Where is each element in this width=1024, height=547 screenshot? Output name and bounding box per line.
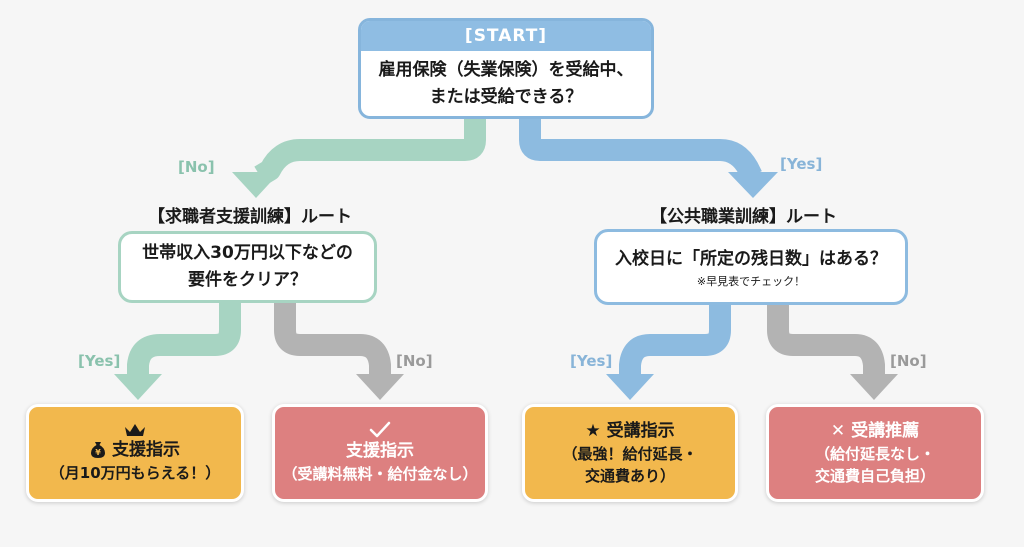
arrow-head-left-route (232, 172, 280, 198)
arrow-head-left-yes (114, 374, 162, 400)
arrow-right-yes (619, 305, 731, 376)
result-detail-line2: 交通費自己負担） (814, 467, 935, 485)
start-node: [START] 雇用保険（失業保険）を受給中、 または受給できる？ (358, 18, 654, 119)
result-course-instruction: ★ 受講指示 （最強！給付延長・ 交通費あり） (522, 404, 738, 502)
star-icon: ★ (585, 421, 601, 441)
right-question-node: 入校日に「所定の残日数」はある？ ※早見表でチェック！ (594, 229, 908, 305)
result-support-instruction-no: 支援指示 （受講料無料・給付金なし） (272, 404, 488, 502)
right-yes-label: [Yes] (570, 352, 613, 370)
arrow-head-right-yes (606, 374, 654, 400)
arrow-right-no (767, 305, 885, 376)
branch-label-no: [No] (178, 158, 215, 176)
result-detail-line2: 交通費あり） (584, 467, 675, 485)
result-title: 支援指示 (111, 440, 180, 460)
left-question-node: 世帯収入30万円以下などの 要件をクリア？ (118, 231, 377, 303)
arrow-left-yes (127, 303, 241, 376)
money-bag-icon: ¥ (91, 442, 106, 458)
arrow-left-no (274, 303, 391, 376)
result-detail-line1: （給付延長なし・ (814, 445, 935, 463)
start-question: 雇用保険（失業保険）を受給中、 または受給できる？ (378, 60, 634, 107)
result-detail-line1: （最強！給付延長・ (562, 445, 698, 463)
result-title: 受講指示 (606, 421, 675, 441)
left-yes-label: [Yes] (78, 352, 121, 370)
result-title: 支援指示 (346, 441, 414, 461)
result-detail: （受講料無料・給付金なし） (282, 465, 478, 483)
result-course-recommendation: ✕ 受講推薦 （給付延長なし・ 交通費自己負担） (766, 404, 984, 502)
arrow-start-to-left-route (254, 119, 486, 186)
arrow-start-to-right-route (519, 119, 762, 181)
arrow-head-right-no (850, 374, 898, 400)
svg-text:¥: ¥ (95, 448, 101, 457)
left-no-label: [No] (396, 352, 433, 370)
crown-icon (125, 424, 145, 436)
right-no-label: [No] (890, 352, 927, 370)
right-route-title: 【公共職業訓練】ルート (650, 207, 837, 227)
checkmark-icon (369, 421, 391, 438)
branch-label-yes: [Yes] (780, 155, 823, 173)
start-header: [START] (361, 21, 651, 51)
arrow-head-right-route (728, 172, 778, 198)
result-support-instruction-yes: ¥ 支援指示 （月10万円もらえる！） (26, 404, 244, 502)
result-title: 受講推薦 (851, 421, 920, 441)
left-route-title: 【求職者支援訓練】ルート (148, 207, 352, 227)
arrow-head-left-no (356, 374, 404, 400)
x-mark-icon: ✕ (830, 421, 846, 441)
check-note: ※早見表でチェック！ (696, 274, 806, 288)
result-detail: （月10万円もらえる！） (49, 464, 221, 482)
